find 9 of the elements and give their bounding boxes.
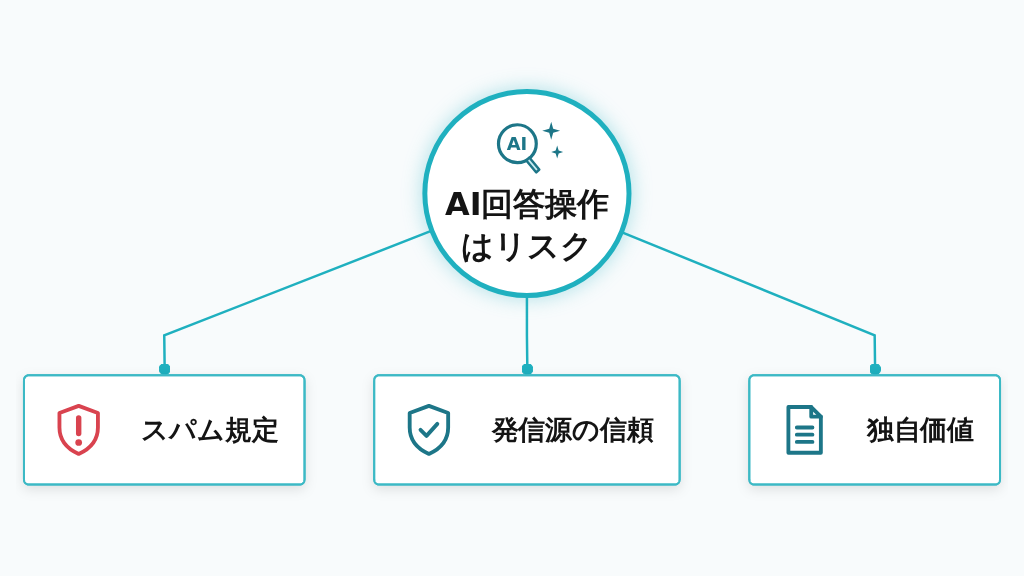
hub-circle: [422, 88, 632, 299]
icon-text: AI: [505, 131, 529, 156]
hub-title: AI回答操作はリスク: [444, 184, 610, 267]
card: [748, 374, 1002, 486]
card-title: スパム規定: [141, 413, 279, 448]
card: [373, 374, 681, 486]
card-title: 独自価値: [866, 413, 975, 448]
card: [22, 374, 306, 486]
card-title: 発信源の信頼: [491, 413, 654, 448]
